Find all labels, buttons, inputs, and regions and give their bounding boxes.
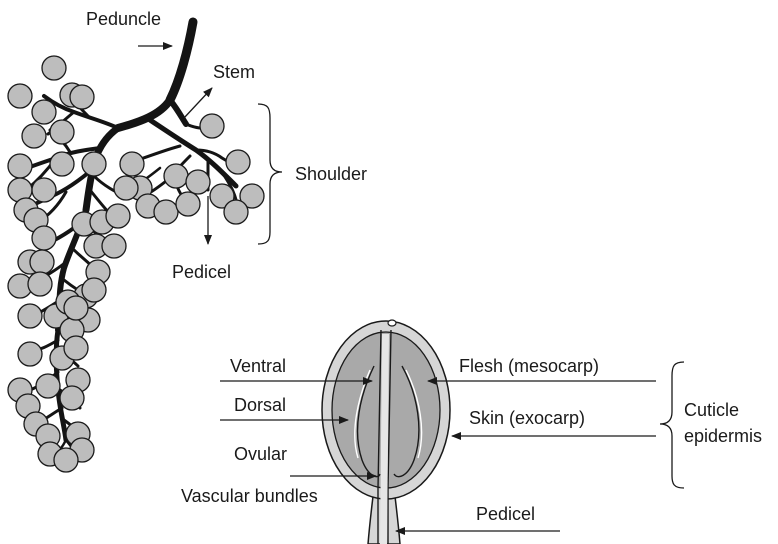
berry	[18, 342, 42, 366]
berry	[18, 304, 42, 328]
stem-stalk	[170, 100, 186, 124]
berry	[30, 250, 54, 274]
berry	[224, 200, 248, 224]
berry	[102, 234, 126, 258]
berry	[154, 200, 178, 224]
label-pedicel-berry: Pedicel	[476, 504, 535, 524]
berry	[36, 374, 60, 398]
berry	[186, 170, 210, 194]
berry	[176, 192, 200, 216]
label-cuticle: Cuticle	[684, 400, 739, 420]
berry	[200, 114, 224, 138]
cuticle-bracket	[660, 362, 684, 488]
berry	[164, 164, 188, 188]
berry	[28, 272, 52, 296]
berry	[70, 85, 94, 109]
berry-cross-section	[322, 320, 450, 544]
berry	[82, 152, 106, 176]
berry	[120, 152, 144, 176]
label-ovular: Ovular	[234, 444, 287, 464]
label-peduncle: Peduncle	[86, 9, 161, 29]
berry	[64, 296, 88, 320]
label-ventral: Ventral	[230, 356, 286, 376]
berry	[32, 178, 56, 202]
berry	[8, 84, 32, 108]
berry	[8, 154, 32, 178]
peduncle-stalk	[170, 22, 193, 100]
berry	[32, 226, 56, 250]
berry	[60, 386, 84, 410]
berry	[82, 278, 106, 302]
berry	[106, 204, 130, 228]
berry	[64, 336, 88, 360]
berry	[32, 100, 56, 124]
berry	[22, 124, 46, 148]
stem-arrow	[184, 88, 212, 118]
berry	[54, 448, 78, 472]
label-flesh: Flesh (mesocarp)	[459, 356, 599, 376]
label-stem: Stem	[213, 62, 255, 82]
label-skin: Skin (exocarp)	[469, 408, 585, 428]
label-pedicel-cluster: Pedicel	[172, 262, 231, 282]
berry	[226, 150, 250, 174]
label-shoulder: Shoulder	[295, 164, 367, 184]
label-epidermis: epidermis	[684, 426, 762, 446]
berry	[114, 176, 138, 200]
grape-cluster	[8, 22, 264, 472]
berry	[50, 152, 74, 176]
berry	[50, 120, 74, 144]
label-dorsal: Dorsal	[234, 395, 286, 415]
label-vascular: Vascular bundles	[181, 486, 318, 506]
shoulder-bracket	[258, 104, 282, 244]
berry	[42, 56, 66, 80]
